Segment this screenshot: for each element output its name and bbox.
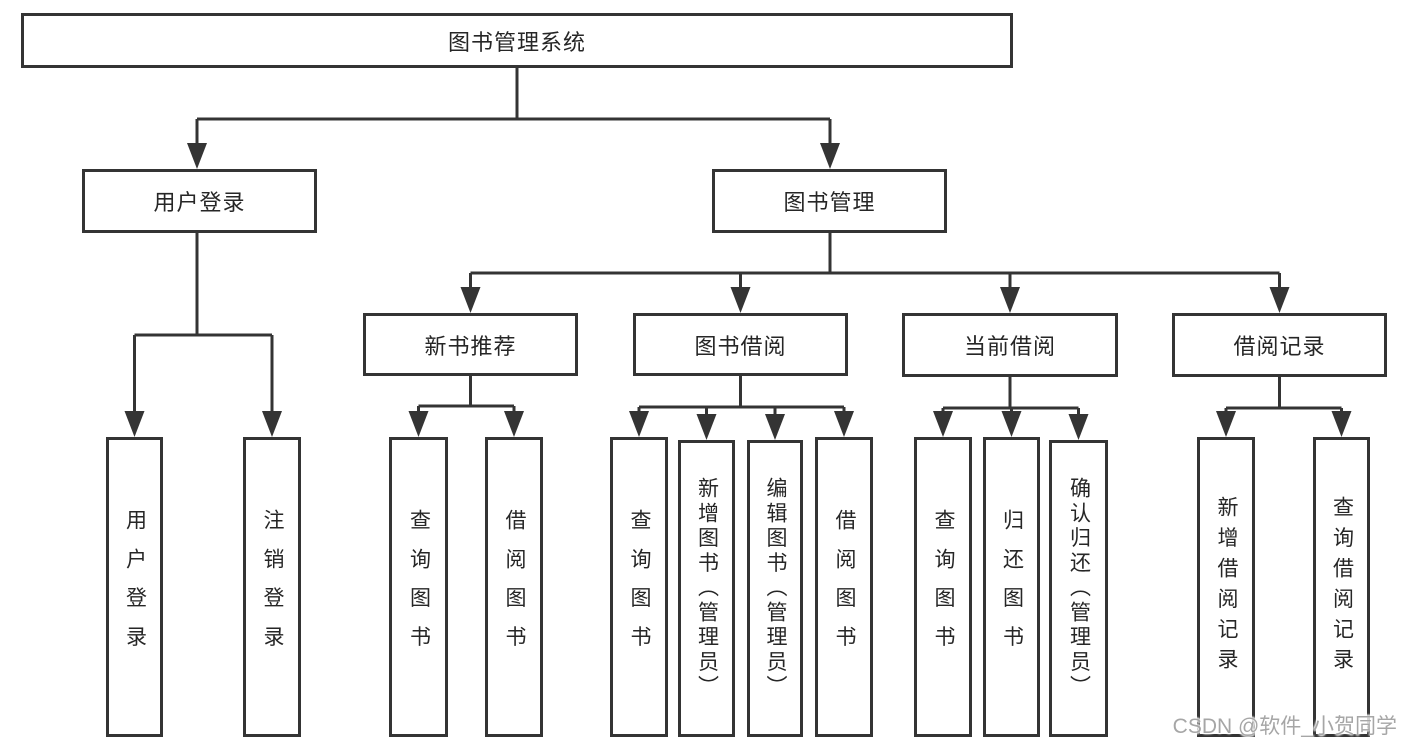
leaf-borrow-books: 借阅图书 — [815, 437, 873, 737]
leaf-add-borrow-record: 新增借阅记录 — [1197, 437, 1255, 737]
node-library-system: 图书管理系统 — [21, 13, 1013, 68]
node-new-book-recommend: 新书推荐 — [363, 313, 578, 376]
leaf-confirm-return-admin: 确认归还（管理员） — [1049, 440, 1108, 737]
leaf-query-books-borrow: 查询图书 — [610, 437, 668, 737]
node-current-borrow: 当前借阅 — [902, 313, 1118, 377]
node-book-borrow: 图书借阅 — [633, 313, 848, 376]
leaf-add-books-admin: 新增图书（管理员） — [678, 440, 735, 737]
leaf-borrow-books-recommend: 借阅图书 — [485, 437, 543, 737]
node-book-management: 图书管理 — [712, 169, 947, 233]
leaf-logout: 注销登录 — [243, 437, 301, 737]
leaf-user-login: 用户登录 — [106, 437, 163, 737]
node-user-login: 用户登录 — [82, 169, 317, 233]
node-borrow-records: 借阅记录 — [1172, 313, 1387, 377]
leaf-query-borrow-record: 查询借阅记录 — [1313, 437, 1370, 737]
leaf-edit-books-admin: 编辑图书（管理员） — [747, 440, 803, 737]
leaf-return-books: 归还图书 — [983, 437, 1040, 737]
leaf-query-books-recommend: 查询图书 — [389, 437, 448, 737]
csdn-watermark: CSDN @软件_小贺同学 — [1172, 715, 1397, 738]
leaf-query-books-current: 查询图书 — [914, 437, 972, 737]
